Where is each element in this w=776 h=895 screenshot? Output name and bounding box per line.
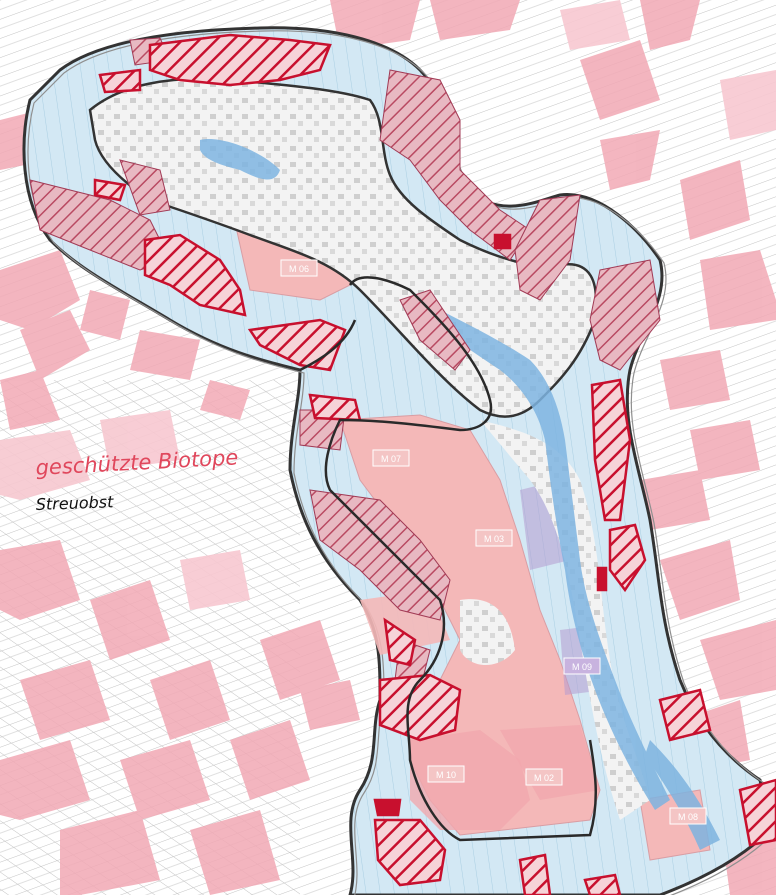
protected-biotope-areas [93,33,776,895]
area-label-m06: M 06 [280,259,318,277]
annotation-orchards: Streuobst [35,492,114,514]
area-label-m02: M 02 [525,768,563,786]
svg-text:M 10: M 10 [436,770,456,780]
area-label-m08: M 08 [669,807,707,825]
area-labels: M 06 M 07 M 03 M 09 M 10 M 02 M 08 [280,259,707,825]
core-outline [299,276,598,842]
orchard-areas [29,37,661,691]
legend-annotations: geschützte Biotope Streuobst [35,445,239,514]
area-label-m03: M 03 [475,529,513,547]
svg-text:M 08: M 08 [678,812,698,822]
area-label-m07: M 07 [372,449,410,467]
area-label-m10: M 10 [427,765,465,783]
svg-text:M 06: M 06 [289,264,309,274]
svg-text:M 02: M 02 [534,773,554,783]
area-label-m09: M 09 [563,657,601,675]
light-fields [0,0,776,610]
svg-text:M 09: M 09 [572,662,592,672]
svg-text:M 03: M 03 [484,534,504,544]
svg-text:M 07: M 07 [381,454,401,464]
